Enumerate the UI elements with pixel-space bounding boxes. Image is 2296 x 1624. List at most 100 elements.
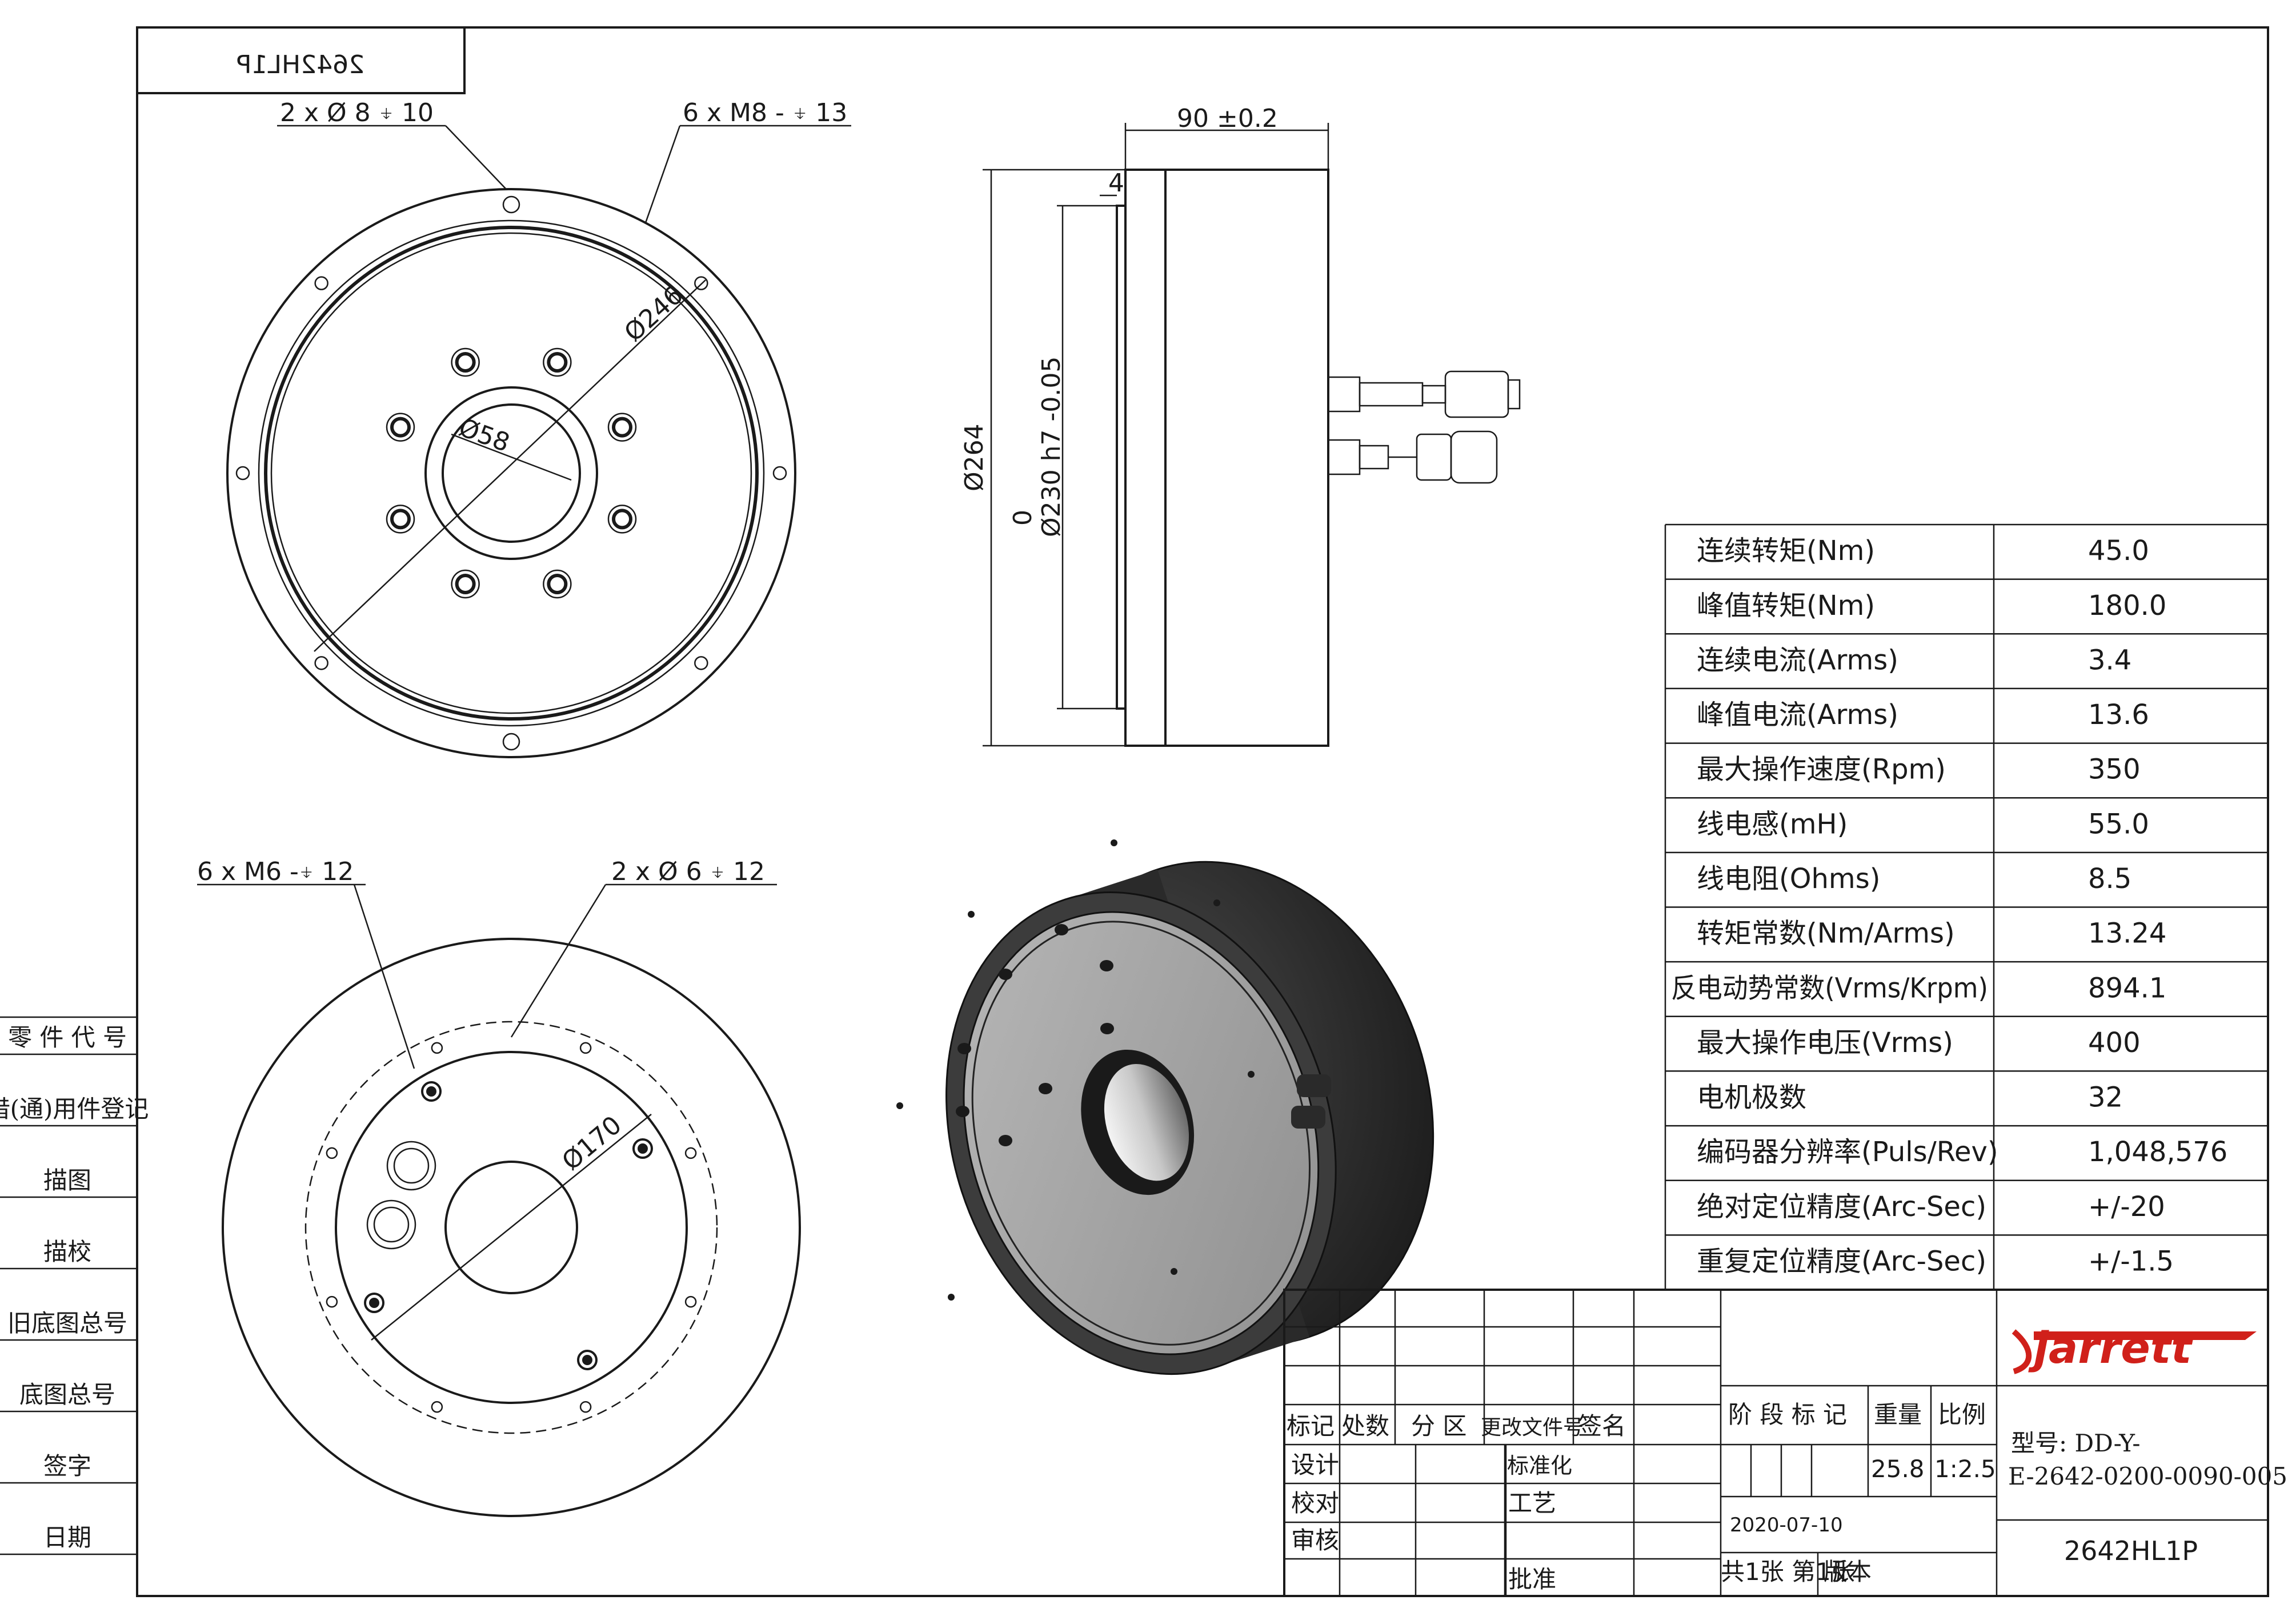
dim-246: Ø246 [619,281,688,347]
callout-bottom-b: 2 x Ø 6 ⍖ 12 [611,857,765,886]
side-label: 描图 [43,1166,91,1194]
pin-hole [684,1295,697,1308]
rim-hole [502,733,520,751]
iso-connectors [1291,1074,1331,1129]
mirrored-code: 2642HL1P [237,50,364,79]
spec-value: 3.4 [2088,644,2131,676]
tb-weight: 25.8 [1871,1455,1925,1483]
tb-model-code: E-2642-0200-0090-005 [2008,1462,2287,1490]
bolt-hole [386,413,415,442]
callout-top-a: 2 x Ø 8 ⍖ 10 [280,98,434,127]
bolt-hole [451,347,480,377]
spec-value: 350 [2088,754,2141,786]
side-label: 旧底图总号 [7,1309,127,1337]
spec-label: 连续转矩(Nm) [1697,535,1875,567]
spec-value: 13.24 [2088,918,2166,950]
iso-bolt-hole [957,1043,971,1054]
sheet-frame [136,26,2269,1597]
callout-bottom-a: 6 x M6 -⍖ 12 [197,857,354,886]
iso-bolt-hole [956,1106,969,1117]
tb-scale: 1:2.5 [1934,1455,1996,1483]
tb-scale-label: 比例 [1938,1401,1986,1429]
tb-stage-mark: 阶 段 标 记 [1728,1401,1847,1429]
spec-value: 32 [2088,1082,2123,1114]
isometric-render [896,839,1435,1375]
rim-hole [314,276,328,290]
title-block: 标记处数分 区更改文件号签名 设计 校对 审核 标准化 工艺 批准 阶 段 标 … [1283,1289,2287,1597]
iso-rim-hole [1248,1071,1255,1078]
tb-version: 版本 [1824,1558,1872,1586]
spec-value: 400 [2088,1027,2141,1059]
spec-label: 反电动势常数(Vrms/Krpm) [1671,972,1988,1004]
spec-label: 最大操作速度(Rpm) [1697,754,1946,786]
iso-bolt-hole [1100,960,1113,971]
rev-header: 分 区 [1411,1412,1466,1440]
tb-sheets: 共1张 第1张 [1721,1558,1855,1586]
rev-header: 标记 [1287,1412,1335,1440]
bolt-hole [607,505,637,534]
tb-sign-check: 校对 [1291,1489,1339,1517]
pin-hole [684,1147,697,1159]
tap-hole [632,1138,653,1159]
iso-bolt-hole [999,969,1012,980]
spec-value: 180.0 [2088,590,2166,622]
spec-value: 55.0 [2088,808,2149,840]
spec-label: 绝对定位精度(Arc-Sec) [1697,1191,1986,1223]
side-label: 日期 [43,1523,91,1551]
bolt-hole [543,569,572,599]
spec-value: 13.6 [2088,699,2149,731]
iso-rim-hole [1213,899,1220,906]
spec-label: 最大操作电压(Vrms) [1697,1027,1953,1059]
spec-value: +/-20 [2088,1191,2165,1223]
pin-hole [326,1147,338,1159]
rev-header: 签名 [1578,1412,1626,1440]
tb-sign-review: 审核 [1291,1526,1339,1554]
cable-connectors [1327,370,1521,484]
spec-value: 1,048,576 [2088,1136,2227,1168]
rim-hole [235,466,250,481]
iso-bolt-hole [999,1135,1012,1146]
spec-table: 连续转矩(Nm)45.0峰值转矩(Nm)180.0连续电流(Arms)3.4峰值… [1664,523,2268,1291]
iso-bolt-hole [1100,1023,1114,1034]
spec-label: 电机极数 [1697,1082,1806,1114]
spec-label: 连续电流(Arms) [1697,644,1898,676]
dim-170: Ø170 [556,1110,627,1176]
bottom-callouts: 6 x M6 -⍖ 12 2 x Ø 6 ⍖ 12 [197,857,777,1069]
dim-length: 90 ±0.2 [1177,104,1278,133]
tap-hole [421,1081,442,1102]
bolt-hole [451,569,480,599]
spec-label: 重复定位精度(Arc-Sec) [1697,1246,1986,1278]
iso-rim-hole [1171,1268,1177,1275]
rim-hole [502,195,520,214]
pin-hole [326,1295,338,1308]
dim-step: 4 [1108,169,1124,198]
rim-hole [314,656,328,670]
rim-hole [694,276,708,290]
tb-part: 2642HL1P [2064,1535,2198,1566]
iso-rim-hole [968,911,975,918]
tb-process: 工艺 [1508,1489,1556,1517]
bolt-hole [607,413,637,442]
tb-date: 2020-07-10 [1730,1514,1843,1537]
spec-label: 峰值转矩(Nm) [1697,590,1875,622]
bolt-hole [386,505,415,534]
spec-value: +/-1.5 [2088,1246,2174,1278]
pin-hole [579,1401,592,1413]
side-label: 底图总号 [19,1381,115,1409]
tb-weight-label: 重量 [1874,1401,1922,1429]
back-view: Ø170 [222,938,801,1517]
dim-264: Ø264 [960,423,989,491]
dim-230: Ø230 h7 -0.05 [1037,357,1066,537]
tb-sign-design: 设计 [1291,1451,1339,1479]
tb-model-label: 型号: DD-Y- [2011,1429,2141,1457]
pin-hole [431,1401,443,1413]
spec-label: 线电阻(Ohms) [1697,863,1880,895]
spec-value: 894.1 [2088,972,2166,1004]
tap-hole [364,1293,384,1313]
spec-label: 峰值电流(Arms) [1697,699,1898,731]
side-label: 签字 [43,1452,91,1480]
spec-value: 8.5 [2088,863,2131,895]
dim-230-upper: 0 [1008,510,1037,526]
